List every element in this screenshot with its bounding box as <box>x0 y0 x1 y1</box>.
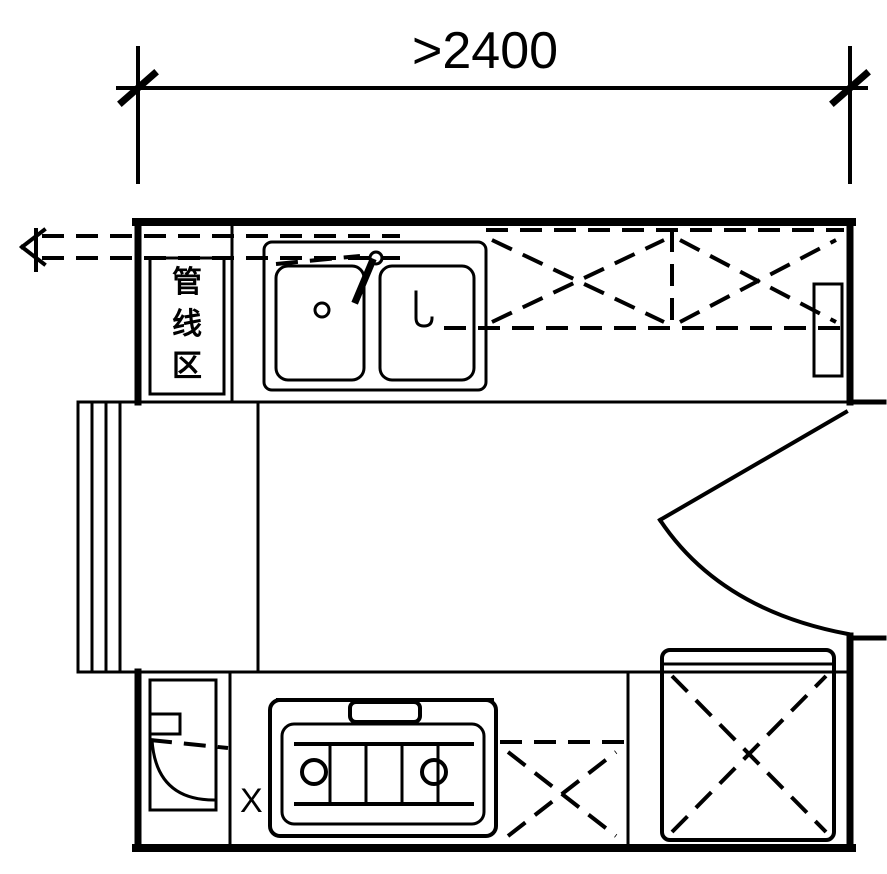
wall-cabinet-top-right <box>444 228 844 378</box>
utility-zone-box <box>148 256 226 396</box>
dimension-line <box>116 46 871 184</box>
stove <box>268 698 498 838</box>
left-opening <box>76 400 122 674</box>
door-swing <box>657 409 851 637</box>
double-sink <box>262 240 488 392</box>
dimension-label: >2400 <box>412 22 558 80</box>
refrigerator <box>660 648 836 842</box>
utility-zone-char-2: 线 <box>172 307 202 342</box>
exhaust-duct-arrow <box>19 227 400 272</box>
side-mark: X <box>240 782 263 820</box>
base-cabinet-bottom <box>500 740 624 838</box>
corner-cabinet-bottom-left <box>148 678 229 812</box>
utility-zone-char-3: 区 <box>172 349 202 384</box>
utility-zone-char-1: 管 <box>172 265 202 300</box>
counter-lines <box>76 224 852 850</box>
